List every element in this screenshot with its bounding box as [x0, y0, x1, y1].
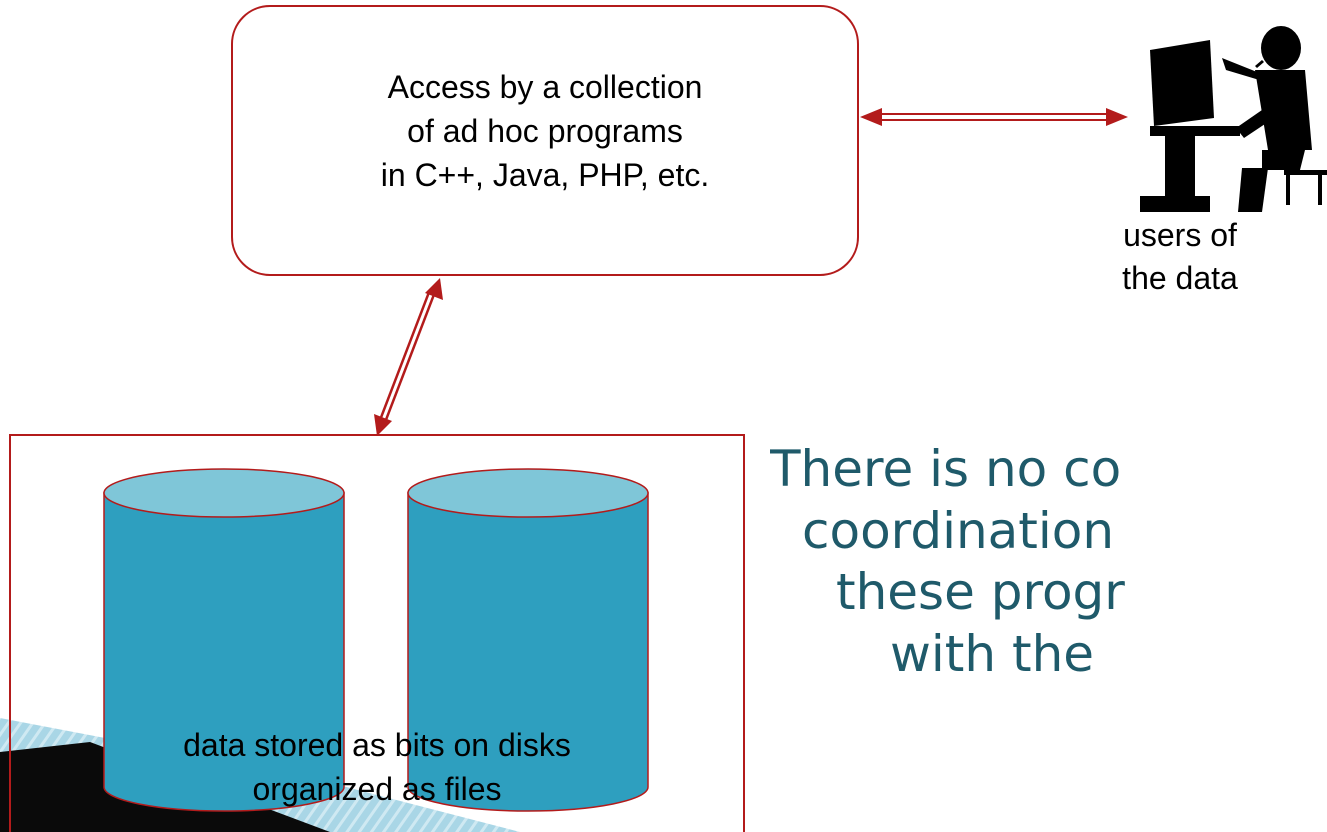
statement-line-1: There is no co: [770, 440, 1122, 498]
statement-line-2: coordination: [802, 502, 1115, 560]
user-at-computer-icon: [1140, 26, 1327, 212]
storage-label-line-2: organized as files: [252, 771, 502, 807]
program-box-label-line-2: of ad hoc programs: [407, 113, 683, 149]
users-label-line-1: users of: [1123, 217, 1237, 253]
program-box: [231, 5, 859, 276]
statement: There is no co coordination these progr …: [770, 438, 1327, 758]
database-cylinder-icon: [407, 468, 649, 812]
storage-label-line-1: data stored as bits on disks: [183, 727, 571, 763]
program-box-label-line-1: Access by a collection: [387, 69, 703, 105]
statement-line-3: these progr: [836, 563, 1125, 621]
users-label-line-2: the data: [1122, 260, 1238, 296]
database-cylinder-icon: [103, 468, 345, 812]
program-box-label-line-3: in C++, Java, PHP, etc.: [380, 157, 710, 193]
program-storage-arrow: [374, 278, 443, 436]
program-user-arrow: [860, 108, 1128, 126]
statement-line-4: with the: [890, 625, 1095, 683]
